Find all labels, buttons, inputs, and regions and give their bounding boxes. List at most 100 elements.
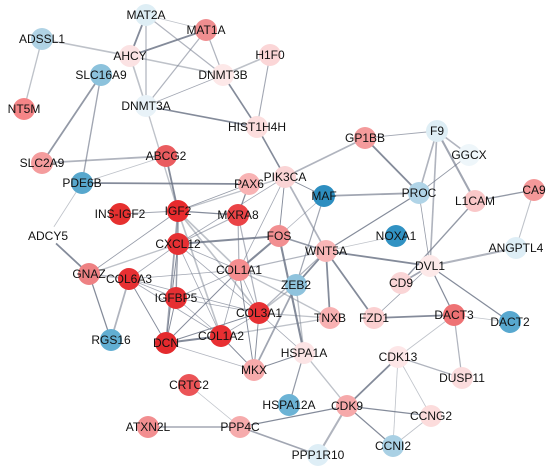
edge-hspa1a-cdk9: [303, 352, 348, 407]
edge-dvl1-dact2: [429, 265, 511, 323]
node-circle: [390, 272, 412, 294]
node-circle: [451, 367, 473, 389]
edge-h1f0-hist1h4h: [256, 54, 271, 128]
node-circle: [31, 28, 53, 50]
node-mat1a[interactable]: MAT1A: [186, 19, 226, 41]
edge-wnt5a-noxa1: [325, 235, 397, 252]
node-circle: [212, 64, 234, 86]
node-cd9[interactable]: CD9: [389, 272, 413, 294]
edge-col3a1-tnxb: [258, 312, 331, 319]
node-ahcy[interactable]: AHCY: [113, 45, 147, 67]
edge-dnmt3b-dnmt3a: [145, 74, 224, 107]
node-dnmt3a[interactable]: DNMT3A: [121, 95, 171, 117]
node-circle: [293, 342, 315, 364]
node-gnaz[interactable]: GNAZ: [72, 263, 106, 285]
edge-slc16a9-pde6b: [81, 74, 102, 184]
node-mat2a[interactable]: MAT2A: [126, 4, 166, 26]
node-hspa1a[interactable]: HSPA1A: [281, 342, 327, 364]
edge-wnt5a-col1a1: [238, 250, 327, 271]
node-circle: [363, 307, 385, 329]
node-dusp11[interactable]: DUSP11: [439, 367, 485, 389]
node-ins-igf2[interactable]: INS-IGF2: [95, 203, 146, 225]
node-slc16a9[interactable]: SLC16A9: [75, 64, 127, 86]
node-circle: [135, 95, 157, 117]
node-ca9[interactable]: CA9: [522, 179, 546, 201]
node-circle: [354, 127, 376, 149]
node-adssl1[interactable]: ADSSL1: [19, 28, 65, 50]
edge-gnaz-rgs16: [88, 273, 112, 341]
edge-proc-maf: [323, 192, 420, 197]
node-circle: [13, 98, 35, 120]
node-wnt5a[interactable]: WNT5A: [305, 240, 347, 262]
node-mkx[interactable]: MKX: [241, 359, 267, 381]
node-fzd1[interactable]: FZD1: [359, 307, 389, 329]
edge-cdk13-cdk9: [346, 356, 399, 407]
node-circle: [274, 166, 296, 188]
node-h1f0[interactable]: H1F0: [255, 44, 285, 66]
edge-igf2-gnaz: [88, 210, 179, 275]
node-circle: [238, 173, 260, 195]
node-col1a2[interactable]: COL1A2: [198, 325, 244, 347]
node-slc2a9[interactable]: SLC2A9: [20, 152, 65, 174]
node-circle: [382, 435, 404, 457]
node-circle: [464, 190, 486, 212]
node-col1a1[interactable]: COL1A1: [216, 259, 262, 281]
node-rgs16[interactable]: RGS16: [91, 329, 131, 351]
edge-col3a1-dcn: [165, 312, 260, 344]
edge-cdk13-ccng2: [397, 356, 432, 417]
edge-proc-wnt5a: [325, 192, 420, 252]
node-cdk13[interactable]: CDK13: [379, 346, 418, 368]
node-circle: [155, 332, 177, 354]
node-circle: [227, 204, 249, 226]
node-igf2[interactable]: IGF2: [165, 200, 192, 222]
edge-col1a1-mkx: [238, 269, 255, 371]
node-ccni2[interactable]: CCNI2: [375, 435, 411, 457]
edge-cxcl12-col1a1: [177, 243, 240, 271]
edge-col6a3-col3a1: [128, 278, 260, 314]
node-ccng2[interactable]: CCNG2: [410, 405, 452, 427]
node-circle: [313, 185, 335, 207]
edge-dnmt3a-hist1h4h: [145, 105, 258, 128]
node-col6a3[interactable]: COL6A3: [106, 268, 152, 290]
node-ppp1r10[interactable]: PPP1R10: [292, 444, 345, 466]
edge-cxcl12-gnaz: [88, 243, 179, 275]
node-cdk9[interactable]: CDK9: [331, 395, 363, 417]
edge-cdk13-ccni2: [392, 356, 399, 447]
node-ggcx[interactable]: GGCX: [451, 144, 487, 166]
node-circle: [78, 263, 100, 285]
node-dact2[interactable]: DACT2: [490, 311, 530, 333]
node-crtc2[interactable]: CRTC2: [169, 374, 209, 396]
node-hist1h4h[interactable]: HIST1H4H: [228, 116, 286, 138]
node-col3a1[interactable]: COL3A1: [236, 302, 282, 324]
node-igfbp5[interactable]: IGFBP5: [155, 287, 198, 309]
node-dcn[interactable]: DCN: [153, 332, 179, 354]
edge-pik3ca-gp1bb: [284, 137, 366, 178]
edge-ahcy-adssl1: [41, 38, 131, 57]
node-circle: [458, 144, 480, 166]
edge-wnt5a-fzd1: [325, 250, 375, 319]
node-adcy5[interactable]: ADCY5: [28, 225, 68, 247]
edge-mat1a-dnmt3a: [145, 29, 207, 107]
edge-cxcl12-col1a2: [177, 243, 222, 337]
edge-igf2-col1a1: [177, 210, 240, 271]
edge-slc2a9-abcg2: [41, 155, 167, 164]
node-circle: [315, 240, 337, 262]
node-circle: [285, 274, 307, 296]
edge-pik3ca-igf2: [177, 176, 286, 212]
node-angptl4[interactable]: ANGPTL4: [489, 237, 544, 259]
node-circle: [178, 374, 200, 396]
node-circle: [118, 268, 140, 290]
node-tnxb[interactable]: TNXB: [314, 307, 346, 329]
node-noxa1[interactable]: NOXA1: [376, 225, 417, 247]
node-circle: [167, 233, 189, 255]
node-nt5m[interactable]: NT5M: [8, 98, 41, 120]
node-circle: [268, 225, 290, 247]
node-hspa12a[interactable]: HSPA12A: [262, 394, 316, 416]
node-l1cam[interactable]: L1CAM: [455, 190, 495, 212]
edge-col1a1-igfbp5: [175, 269, 240, 299]
node-circle: [155, 145, 177, 167]
node-f9[interactable]: F9: [426, 120, 448, 142]
edge-cxcl12-col3a1: [177, 243, 260, 314]
edge-mat1a-ahcy: [129, 29, 207, 57]
